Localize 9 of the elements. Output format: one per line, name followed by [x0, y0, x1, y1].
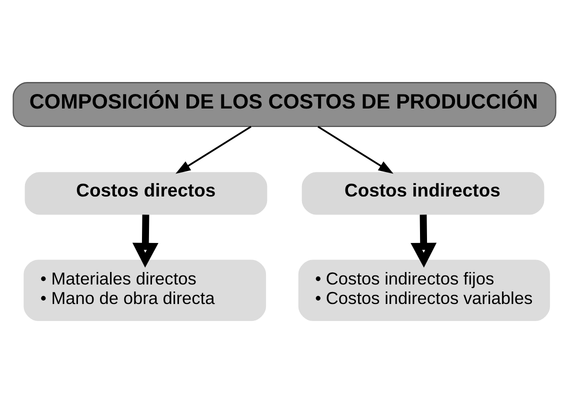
node-box: Costos directos [24, 172, 268, 215]
node-box: COMPOSICIÓN DE LOS COSTOS DE PRODUCCIÓN [12, 82, 556, 128]
node-box: • Costos indirectos fijos • Costos indirectos variables [298, 260, 550, 321]
node-box: • Materiales directos • Mano de obra directa [24, 260, 266, 321]
arrow [318, 126, 394, 174]
arrow [132, 214, 158, 268]
node-box: Costos indirectos [302, 172, 544, 215]
arrow [176, 126, 252, 174]
arrow [410, 214, 437, 268]
